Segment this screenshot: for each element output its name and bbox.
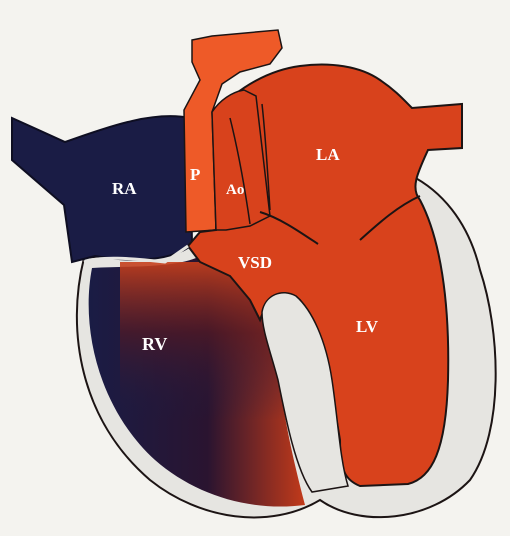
label-ao: Ao (226, 182, 244, 198)
label-p: P (190, 165, 200, 184)
label-rv: RV (142, 334, 167, 354)
label-lv: LV (356, 317, 379, 336)
right-atrium (12, 116, 192, 262)
label-ra: RA (112, 179, 137, 198)
label-vsd: VSD (238, 253, 272, 272)
label-la: LA (316, 145, 340, 164)
